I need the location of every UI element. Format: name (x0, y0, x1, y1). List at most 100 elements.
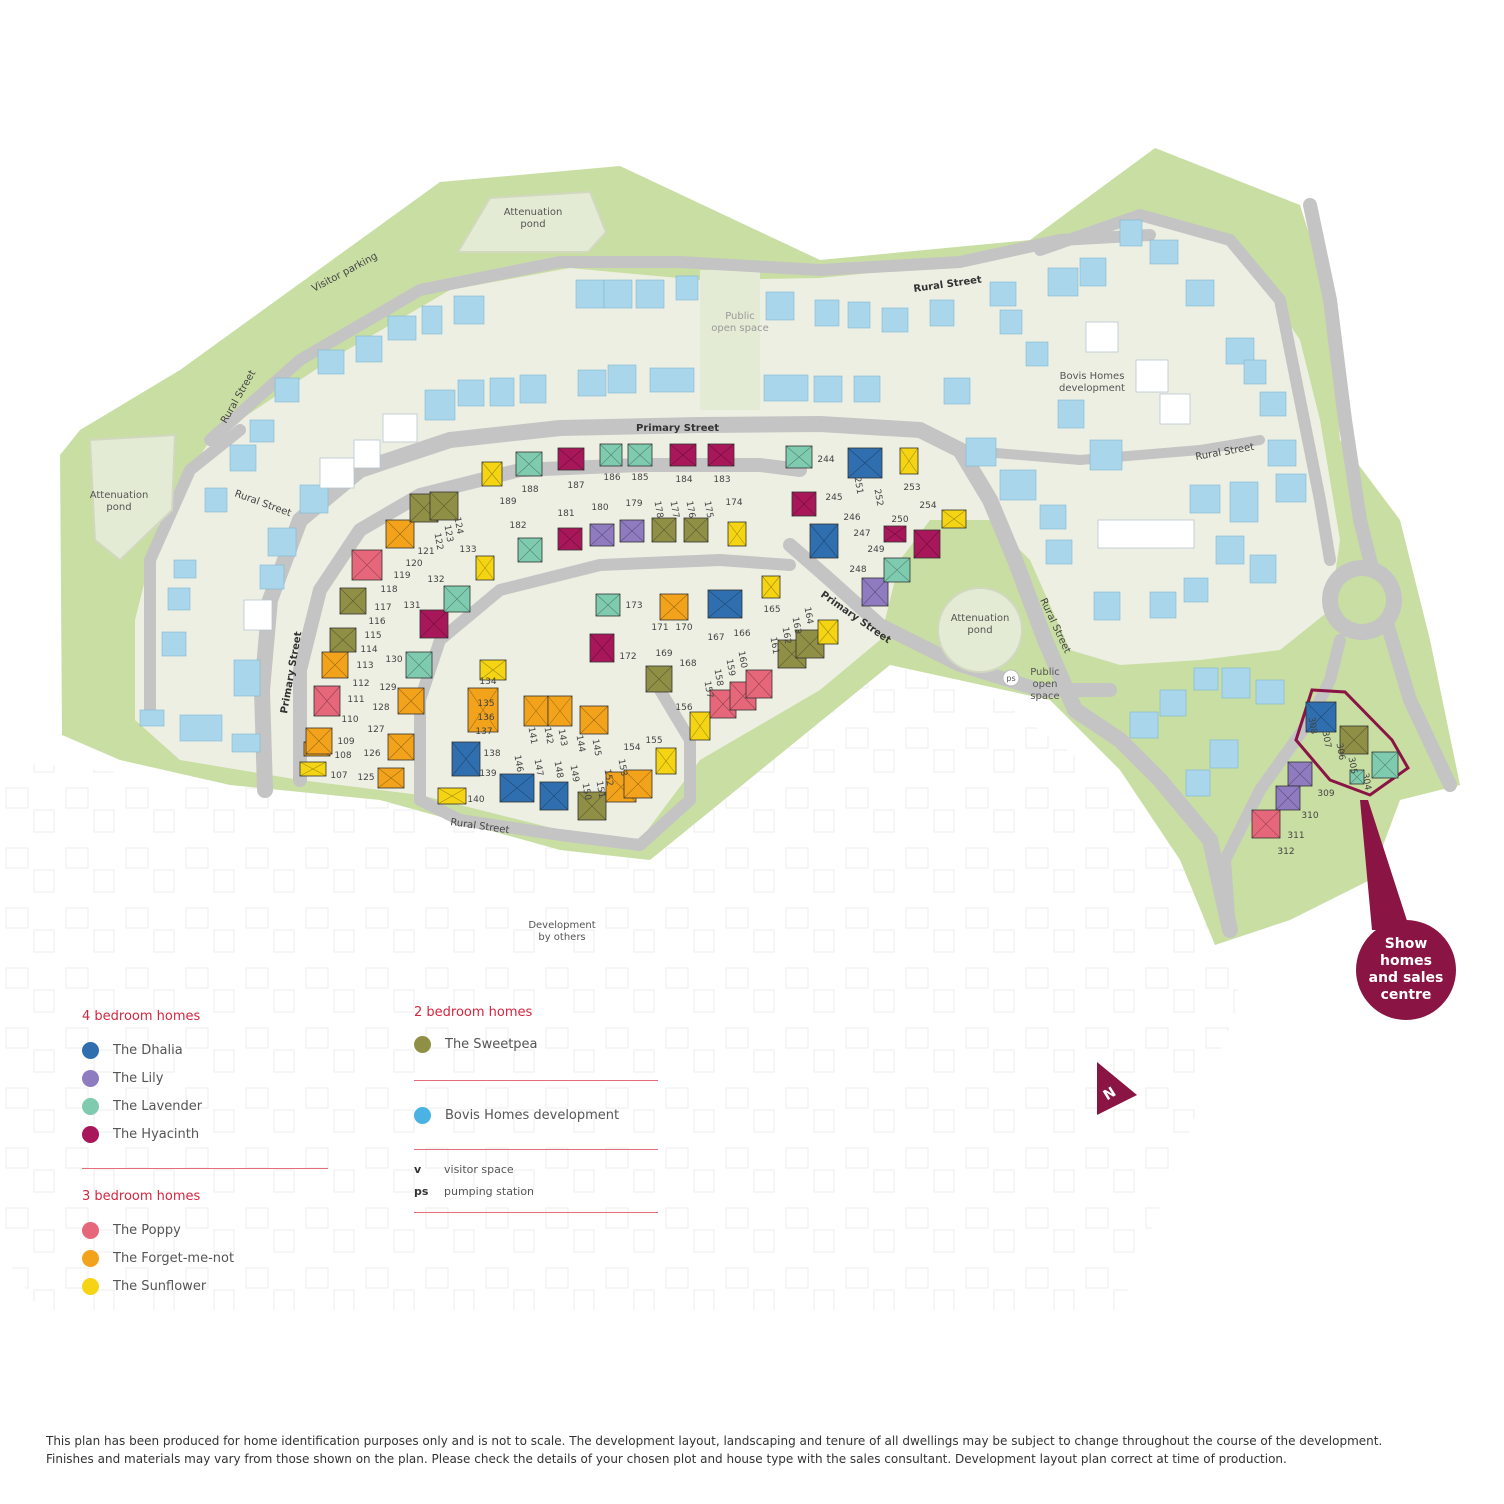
plot-120[interactable]: 120 (385, 519, 423, 569)
plot-111[interactable]: 111 (313, 685, 365, 717)
show-homes-bubble[interactable]: Show homes and sales centre (1356, 920, 1456, 1020)
plot-175[interactable]: 175 (683, 500, 714, 543)
plot-126[interactable]: 126 (363, 733, 415, 761)
plot-311[interactable]: 311 (1251, 809, 1305, 841)
plot-146[interactable]: 146 (499, 754, 535, 803)
plot-245[interactable]: 245 (791, 491, 843, 517)
plot-246[interactable]: 246 (809, 513, 861, 559)
plot-172[interactable]: 172 (589, 633, 637, 663)
legend-item-dhalia[interactable]: The Dhalia (82, 1036, 328, 1064)
legend-item-sweetpea[interactable]: The Sweetpea (414, 1030, 658, 1058)
plot-167[interactable]: 167 (707, 633, 724, 643)
plot-125[interactable]: 125 (357, 767, 405, 789)
plot-185[interactable]: 185 (627, 443, 653, 483)
plot-252[interactable]: 252 (872, 488, 885, 507)
plot-118[interactable]: 118 (351, 549, 398, 595)
plot-140[interactable]: 140 (437, 787, 485, 805)
plot-141[interactable]: 141 (523, 695, 549, 745)
plot-113[interactable]: 113 (356, 661, 373, 671)
plot-174[interactable]: 174 (725, 498, 747, 547)
legend-item-forget-me-not[interactable]: The Forget-me-not (82, 1244, 328, 1272)
plot-139[interactable]: 139 (479, 769, 496, 779)
plot-305[interactable]: 305 (1346, 756, 1365, 785)
plot-123[interactable]: 123 (429, 491, 459, 543)
legend-item-bovis[interactable]: Bovis Homes development (414, 1101, 658, 1129)
plot-143[interactable]: 143 (556, 728, 569, 747)
plot-182[interactable]: 182 (509, 521, 543, 563)
plot-151[interactable]: 151 (594, 780, 607, 799)
plot-188[interactable]: 188 (515, 451, 543, 495)
plot-147[interactable]: 147 (532, 758, 569, 811)
plot-170[interactable]: 170 (659, 593, 693, 633)
plot-168[interactable]: 168 (645, 659, 697, 693)
plot-128[interactable]: 128 (372, 687, 425, 715)
plot-306[interactable]: 306 (1334, 725, 1369, 761)
plot-247[interactable]: 247 (853, 525, 907, 543)
plot-184[interactable]: 184 (669, 443, 697, 485)
plot-310[interactable]: 310 (1275, 785, 1319, 821)
plot-148[interactable]: 148 (552, 760, 565, 779)
plot-131[interactable]: 131 (403, 601, 449, 639)
plot-312[interactable]: 312 (1277, 847, 1294, 857)
plot-309[interactable]: 309 (1287, 761, 1335, 799)
plot-186[interactable]: 186 (599, 443, 623, 483)
plot-112[interactable]: 112 (321, 651, 370, 689)
plot-253[interactable]: 253 (899, 447, 921, 493)
plot-135[interactable]: 135 (467, 687, 499, 733)
plot-109[interactable]: 109 (305, 727, 355, 755)
plot-308[interactable]: 308 (1306, 701, 1337, 735)
plot-138[interactable]: 138 (451, 741, 501, 777)
plot-142[interactable]: 142 (542, 695, 573, 745)
plot-307[interactable]: 307 (1320, 730, 1333, 749)
plot-177[interactable]: 177 (668, 500, 681, 519)
legend-item-sunflower[interactable]: The Sunflower (82, 1272, 328, 1300)
plot-248[interactable]: 248 (849, 565, 889, 607)
plot-124[interactable]: 124 (452, 516, 465, 535)
plot-163[interactable]: 163 (790, 616, 803, 635)
plot-180[interactable]: 180 (589, 503, 615, 547)
plot-183[interactable]: 183 (707, 443, 735, 485)
plot-136[interactable]: 136 (477, 713, 494, 723)
plot-155[interactable]: 155 (645, 711, 711, 746)
legend-item-lavender[interactable]: The Lavender (82, 1092, 328, 1120)
plot-121[interactable]: 121 (417, 547, 434, 557)
plot-127[interactable]: 127 (367, 725, 384, 735)
plot-159[interactable]: 159 (724, 658, 773, 699)
plot-179[interactable]: 179 (619, 499, 645, 543)
plot-156[interactable]: 156 (675, 703, 692, 713)
legend-item-lily[interactable]: The Lily (82, 1064, 328, 1092)
plot-189[interactable]: 189 (481, 461, 517, 507)
plot-166[interactable]: 166 (707, 589, 751, 639)
legend-item-hyacinth[interactable]: The Hyacinth (82, 1120, 328, 1148)
plot-187[interactable]: 187 (557, 447, 585, 491)
plot-181[interactable]: 181 (557, 509, 583, 551)
plot-144[interactable]: 144 (574, 705, 609, 753)
plot-116[interactable]: 116 (339, 587, 386, 627)
plot-160[interactable]: 160 (736, 650, 749, 669)
plot-249[interactable]: 249 (867, 545, 911, 583)
plot-117[interactable]: 117 (374, 603, 391, 613)
plot-178[interactable]: 178 (652, 500, 665, 519)
plot-154[interactable]: 154 (623, 743, 677, 775)
plot-169[interactable]: 169 (655, 649, 672, 659)
plot-114[interactable]: 114 (329, 627, 378, 655)
plot-132[interactable]: 132 (427, 575, 471, 613)
plot-251[interactable]: 251 (847, 447, 883, 495)
plot-137[interactable]: 137 (475, 727, 492, 737)
plot-164[interactable]: 164 (802, 606, 839, 645)
plot-115[interactable]: 115 (364, 631, 381, 641)
plot-153[interactable]: 153 (616, 758, 653, 799)
plot-165[interactable]: 165 (761, 575, 781, 615)
plot-176[interactable]: 176 (651, 500, 696, 543)
plot-130[interactable]: 130 (385, 651, 433, 679)
plot-145[interactable]: 145 (590, 738, 603, 757)
plot-250[interactable]: 250 (891, 515, 941, 559)
plot-149[interactable]: 149 (568, 764, 581, 783)
plot-244[interactable]: 244 (785, 445, 835, 469)
plot-134[interactable]: 134 (479, 659, 507, 687)
plot-129[interactable]: 129 (379, 683, 396, 693)
legend-item-poppy[interactable]: The Poppy (82, 1216, 328, 1244)
plot-110[interactable]: 110 (341, 715, 358, 725)
plot-171[interactable]: 171 (651, 623, 668, 633)
plot-150[interactable]: 150 (577, 782, 607, 821)
